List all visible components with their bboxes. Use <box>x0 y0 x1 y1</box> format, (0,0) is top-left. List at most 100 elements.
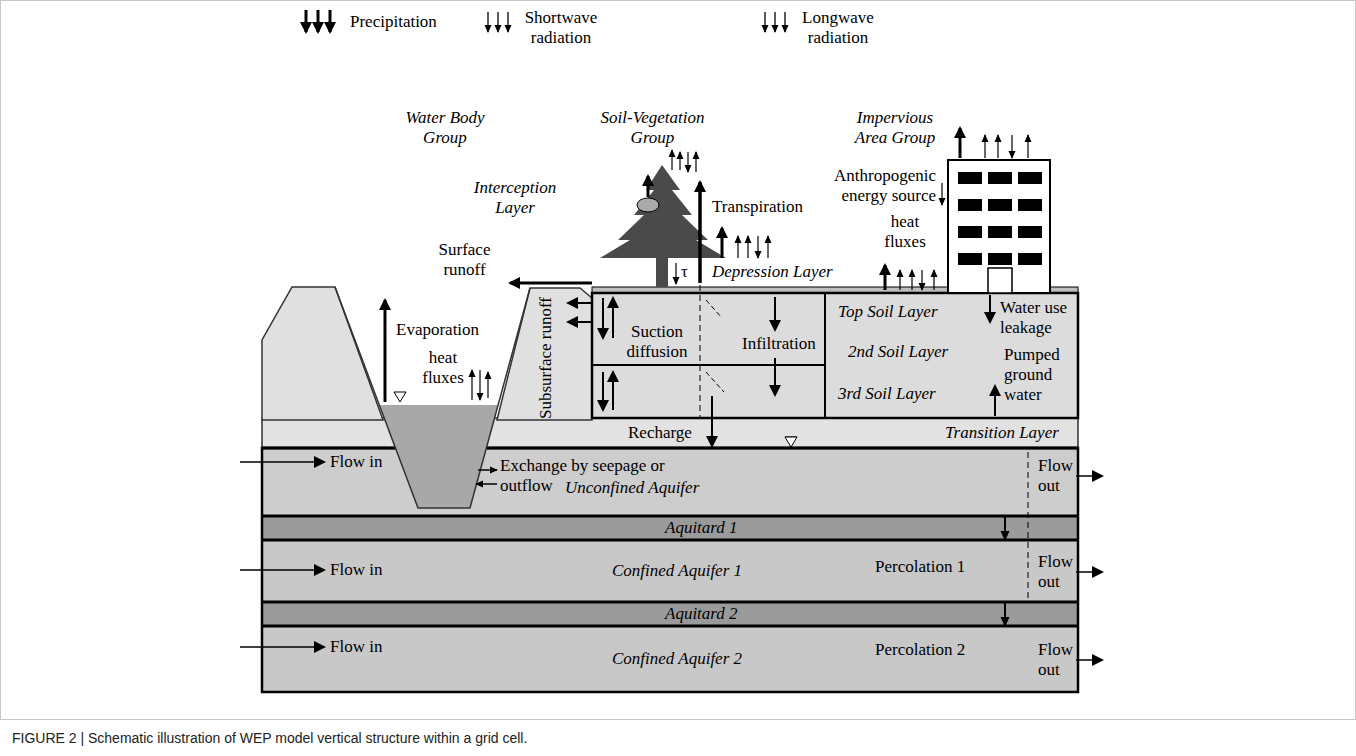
layer-bands <box>262 448 1078 626</box>
flux-arrows <box>774 297 776 330</box>
building <box>958 226 982 238</box>
building <box>988 199 1012 211</box>
figure-caption: FIGURE 2 | Schematic illustration of WEP… <box>12 728 527 748</box>
legend-arrows <box>317 10 320 32</box>
legend-label: Longwave radiation <box>792 8 884 48</box>
river-banks <box>262 287 592 420</box>
flux-arrows <box>884 265 887 290</box>
building <box>988 253 1012 265</box>
process-label: Anthropogenic energy source <box>830 166 936 206</box>
layer-bands <box>262 418 1078 692</box>
flux-arrows <box>479 370 480 400</box>
water-body <box>379 405 498 508</box>
flux-arrows <box>675 263 676 284</box>
process-label: Recharge <box>628 423 692 443</box>
process-label: heat fluxes <box>875 212 935 252</box>
layer-bands <box>262 448 1078 692</box>
flux-arrows <box>721 228 724 258</box>
flux-arrows <box>568 321 592 323</box>
legend-arrows <box>764 12 765 32</box>
legend-arrows <box>497 12 498 32</box>
building <box>958 172 982 184</box>
building <box>958 253 982 265</box>
soil-column <box>592 364 825 366</box>
flux-arrows <box>602 372 604 410</box>
legend-label: Precipitation <box>350 12 437 32</box>
group-label: Soil-Vegetation Group <box>590 108 715 148</box>
process-label: Surface runoff <box>422 240 507 280</box>
flux-arrows <box>478 469 497 471</box>
process-label: Water use leakage <box>1000 298 1076 338</box>
process-label: Suction diffusion <box>620 322 694 362</box>
building <box>988 268 1012 293</box>
layer-label: Depression Layer <box>712 262 833 282</box>
flux-arrows <box>612 298 614 338</box>
soil-column <box>706 372 724 392</box>
aquitard-layer: Aquitard 2 <box>262 602 1078 626</box>
flux-arrows <box>240 646 324 648</box>
process-label: Percolation 1 <box>875 557 965 577</box>
group-label: Water Body Group <box>395 108 495 148</box>
flux-arrows <box>989 295 991 322</box>
layer-bands <box>262 515 1078 518</box>
tree <box>600 165 726 287</box>
layer-bands <box>262 516 1078 540</box>
flux-arrows <box>602 298 604 338</box>
layer-label: 3rd Soil Layer <box>838 384 936 404</box>
soil-column <box>824 293 826 418</box>
flux-arrows <box>984 135 985 158</box>
layer-name: Confined Aquifer 1 <box>612 561 742 581</box>
flux-arrows <box>933 270 934 290</box>
flux-arrows <box>476 483 497 485</box>
flux-arrows <box>1076 659 1102 661</box>
building <box>1018 226 1042 238</box>
legend-arrows <box>305 10 308 32</box>
flow-label: Flow out <box>1038 640 1076 680</box>
percolation-arrow <box>1004 516 1006 540</box>
symbol-label: τ <box>681 262 688 282</box>
legend-label: Shortwave radiation <box>515 8 607 48</box>
flux-arrows <box>647 176 650 197</box>
layer-bands <box>262 448 1078 516</box>
tree <box>656 256 668 287</box>
soil-column <box>706 300 722 318</box>
layer-bands <box>262 625 1078 628</box>
process-label: Exchange by seepage or outflow <box>500 456 668 496</box>
legend-arrows <box>507 12 508 32</box>
process-label: Infiltration <box>742 334 816 354</box>
legend-arrows <box>487 12 488 32</box>
flux-arrows <box>1011 135 1012 158</box>
layer-bands <box>262 626 1078 692</box>
layer-bands <box>262 539 1078 542</box>
flux-arrows <box>997 135 998 158</box>
flux-arrows <box>240 461 324 463</box>
legend-arrows <box>774 12 775 32</box>
legend-arrows <box>329 10 332 32</box>
building <box>988 172 1012 184</box>
flux-arrows <box>687 152 688 172</box>
process-label: Pumped ground water <box>1004 345 1070 405</box>
layer-label: Interception Layer <box>460 178 570 218</box>
river-banks <box>262 287 383 420</box>
soil-column <box>785 437 797 447</box>
tree <box>637 198 659 212</box>
flow-label: Flow in <box>330 637 382 657</box>
layer-bands <box>262 602 1078 626</box>
layer-name: Unconfined Aquifer <box>565 478 699 498</box>
flow-label: Flow out <box>1038 456 1076 496</box>
flux-arrows <box>695 152 696 172</box>
building <box>1018 172 1042 184</box>
aquifer-layer: Unconfined Aquifer <box>262 448 1078 516</box>
flux-arrows <box>767 236 768 258</box>
building <box>958 172 1042 265</box>
flux-arrows <box>240 569 324 571</box>
building <box>948 160 1050 293</box>
flux-arrows <box>698 182 702 283</box>
flow-label: Flow in <box>330 452 382 472</box>
flux-arrows <box>941 183 942 205</box>
flux-arrows <box>711 396 713 446</box>
layer-bands <box>262 418 1078 448</box>
process-label: Transpiration <box>712 197 803 217</box>
flux-arrows <box>774 358 776 395</box>
flux-arrows <box>1027 135 1028 158</box>
